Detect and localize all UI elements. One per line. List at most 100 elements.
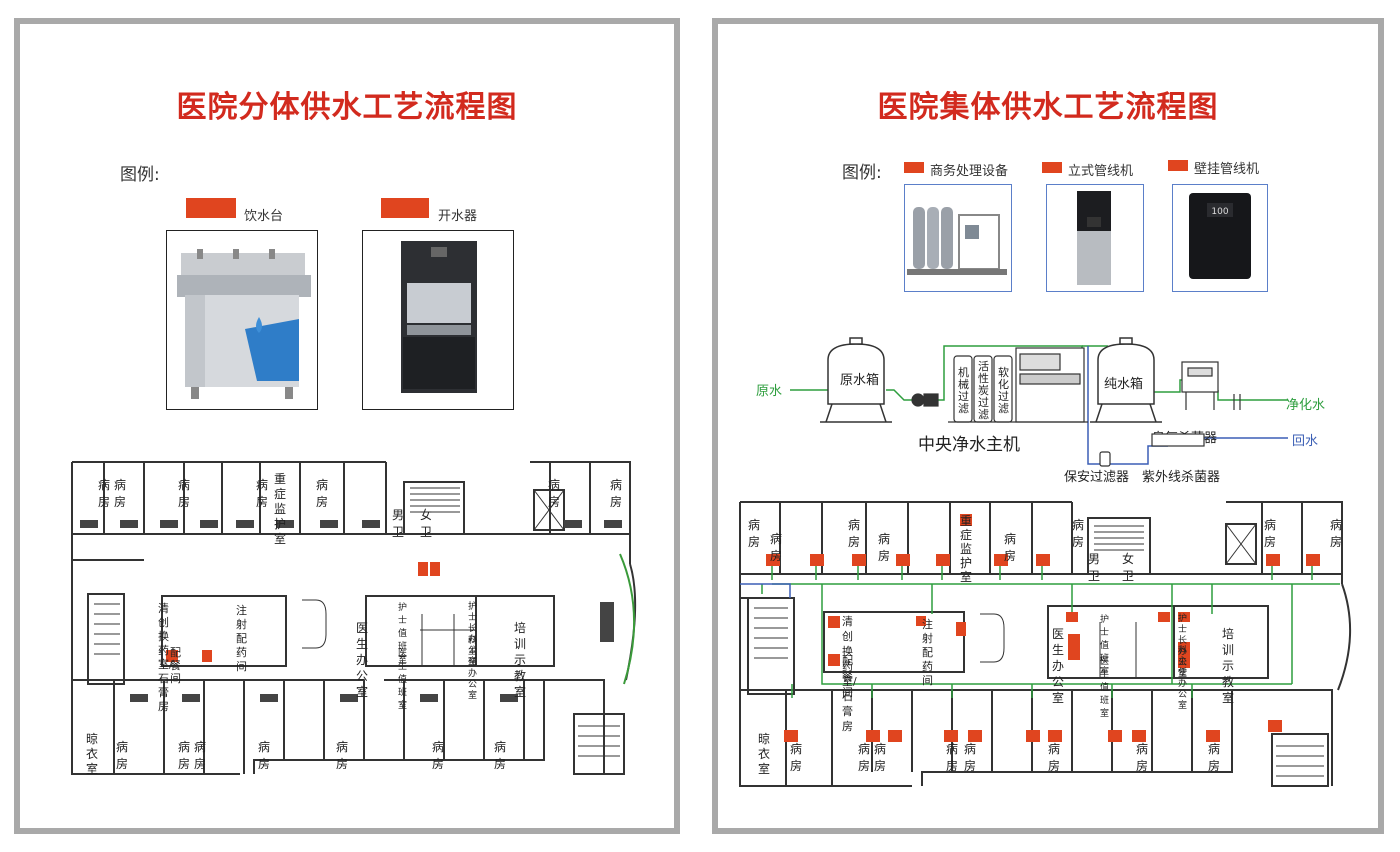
filter-mech-char: 械 bbox=[958, 377, 969, 391]
ward-label: 病房 bbox=[432, 740, 445, 771]
ward-label: 病房 bbox=[116, 740, 129, 771]
meal-room-label: 配餐间 bbox=[170, 646, 181, 685]
mens-wc-label: 男卫 bbox=[1088, 552, 1101, 583]
ward-label: 病房 bbox=[1136, 742, 1149, 773]
ozone-sterilizer-icon bbox=[1181, 361, 1241, 410]
pure-tank-icon bbox=[1090, 337, 1162, 423]
left-panel: 医院分体供水工艺流程图 图例: 饮水台 开水器 bbox=[14, 18, 680, 834]
ward-label: 病房 bbox=[1048, 742, 1061, 773]
meal-room-label: 配餐间 bbox=[842, 654, 853, 699]
ward-label: 病房 bbox=[178, 478, 191, 509]
legend-swatch-plant bbox=[904, 162, 924, 173]
filter-soft-char: 软 bbox=[998, 365, 1009, 379]
filter-soft-char: 滤 bbox=[998, 402, 1009, 415]
ward-label: 病房 bbox=[1264, 518, 1277, 549]
training-room-label: 培训示教室 bbox=[1222, 627, 1235, 705]
doctor-duty-label: 医生值班室 bbox=[398, 649, 408, 711]
ward-label: 病房 bbox=[194, 740, 207, 771]
right-panel: 医院集体供水工艺流程图 图例: 商务处理设备 立式管线机 壁挂管线机 100 bbox=[712, 18, 1384, 834]
legend-label-boiler: 开水器 bbox=[438, 209, 478, 224]
doctor-duty-label: 医生值班室 bbox=[1100, 657, 1110, 719]
ward-label: 病房 bbox=[98, 478, 111, 509]
water-boiler-icon bbox=[401, 241, 477, 393]
raw-tank-icon bbox=[820, 337, 892, 423]
right-floor-plan bbox=[739, 501, 1352, 787]
filter-soft-char: 过 bbox=[998, 390, 1009, 403]
left-floor-plan bbox=[71, 461, 637, 775]
left-title: 医院分体供水工艺流程图 bbox=[176, 90, 518, 125]
mens-wc-label: 男卫 bbox=[392, 508, 405, 539]
return-water-label: 回水 bbox=[1292, 434, 1319, 449]
director-label: 科主任办公室 bbox=[468, 636, 478, 701]
ward-label: 病房 bbox=[770, 532, 783, 563]
ward-label: 病房 bbox=[548, 478, 561, 509]
ward-label: 病房 bbox=[946, 742, 959, 773]
legend-swatch-wall bbox=[1168, 160, 1188, 171]
pump-icon bbox=[911, 393, 939, 407]
wall-dispenser-icon: 100 bbox=[1189, 193, 1251, 279]
legend-label-fountain: 饮水台 bbox=[244, 209, 284, 224]
injection-room-label: 注射配药间 bbox=[922, 618, 933, 687]
right-title: 医院集体供水工艺流程图 bbox=[877, 90, 1219, 125]
dressing-room-label: 清创换药室/石膏房 bbox=[842, 615, 857, 733]
legend-swatch-boiler bbox=[381, 198, 429, 218]
nurse-duty-label: 护士值班室 bbox=[398, 603, 408, 665]
legend-swatch-standing bbox=[1042, 162, 1062, 173]
drinking-fountain-icon bbox=[177, 249, 311, 399]
filter-carbon-char: 炭 bbox=[978, 384, 989, 397]
ward-label: 病房 bbox=[258, 740, 271, 771]
water-treatment-plant-image bbox=[904, 184, 1012, 292]
drying-room-label: 晾衣室 bbox=[86, 732, 99, 776]
standing-dispenser-image bbox=[1046, 184, 1144, 292]
ward-label: 病房 bbox=[610, 478, 623, 509]
director-label: 科主任办公室 bbox=[1178, 646, 1188, 711]
womens-wc-label: 女卫 bbox=[1122, 552, 1135, 583]
wall-dispenser-image: 100 bbox=[1172, 184, 1268, 292]
filter-carbon-char: 过 bbox=[978, 396, 989, 409]
filter-mech-char: 机 bbox=[958, 365, 969, 379]
raw-tank-label: 原水箱 bbox=[840, 372, 879, 388]
wall-dispenser-display: 100 bbox=[1211, 207, 1228, 217]
uv-sterilizer-icon bbox=[1151, 433, 1205, 447]
legend-label-standing: 立式管线机 bbox=[1068, 164, 1134, 179]
ward-label: 病房 bbox=[964, 742, 977, 773]
filter-soft-char: 化 bbox=[998, 377, 1009, 391]
ward-label: 病房 bbox=[1208, 742, 1221, 773]
standing-dispenser-icon bbox=[1077, 191, 1111, 285]
security-filter-label: 保安过滤器 bbox=[1064, 470, 1130, 485]
ward-label: 病房 bbox=[748, 518, 761, 549]
filter-columns-icon bbox=[948, 347, 1088, 423]
security-filter-icon bbox=[1099, 451, 1111, 467]
doctor-office-label: 医生办公室 bbox=[356, 621, 369, 699]
doctor-office-label: 医生办公室 bbox=[1052, 627, 1065, 705]
ward-label: 病房 bbox=[790, 742, 803, 773]
womens-wc-label: 女卫 bbox=[420, 508, 433, 539]
filter-mech-char: 过 bbox=[958, 390, 969, 403]
ward-label: 病房 bbox=[848, 518, 861, 549]
injection-room-label: 注射配药间 bbox=[236, 604, 247, 673]
uv-sterilizer-label: 紫外线杀菌器 bbox=[1142, 470, 1221, 485]
main-unit-label: 中央净水主机 bbox=[918, 435, 1020, 455]
ward-label: 病房 bbox=[1330, 518, 1343, 549]
icu-label: 重症监护室 bbox=[960, 514, 973, 584]
legend-label-wall: 壁挂管线机 bbox=[1194, 162, 1260, 177]
ward-label: 病房 bbox=[336, 740, 349, 771]
filter-carbon-char: 性 bbox=[978, 371, 989, 385]
purified-water-label: 净化水 bbox=[1286, 398, 1326, 413]
ward-label: 病房 bbox=[316, 478, 329, 509]
drinking-fountain-image bbox=[166, 230, 318, 410]
head-nurse-label: 护士长办公室 bbox=[468, 602, 478, 667]
process-flow-diagram: 原水箱 机 械 过 滤 活 性 炭 过 滤 软 化 过 滤 bbox=[790, 337, 1288, 467]
icu-label: 重症监护室 bbox=[274, 472, 287, 546]
ward-label: 病房 bbox=[878, 532, 891, 563]
filter-carbon-char: 活 bbox=[978, 360, 989, 373]
water-treatment-plant-icon bbox=[907, 207, 1007, 275]
ward-label: 病房 bbox=[114, 478, 127, 509]
legend-swatch-fountain bbox=[186, 198, 236, 218]
pure-tank-label: 纯水箱 bbox=[1104, 376, 1143, 392]
head-nurse-label: 护士长办公室 bbox=[1178, 614, 1188, 679]
drying-room-label: 晾衣室 bbox=[758, 732, 771, 776]
dressing-room-label: 清创换药室/石膏房 bbox=[158, 602, 173, 713]
filter-mech-char: 滤 bbox=[958, 402, 969, 415]
left-legend-heading: 图例: bbox=[120, 165, 160, 185]
